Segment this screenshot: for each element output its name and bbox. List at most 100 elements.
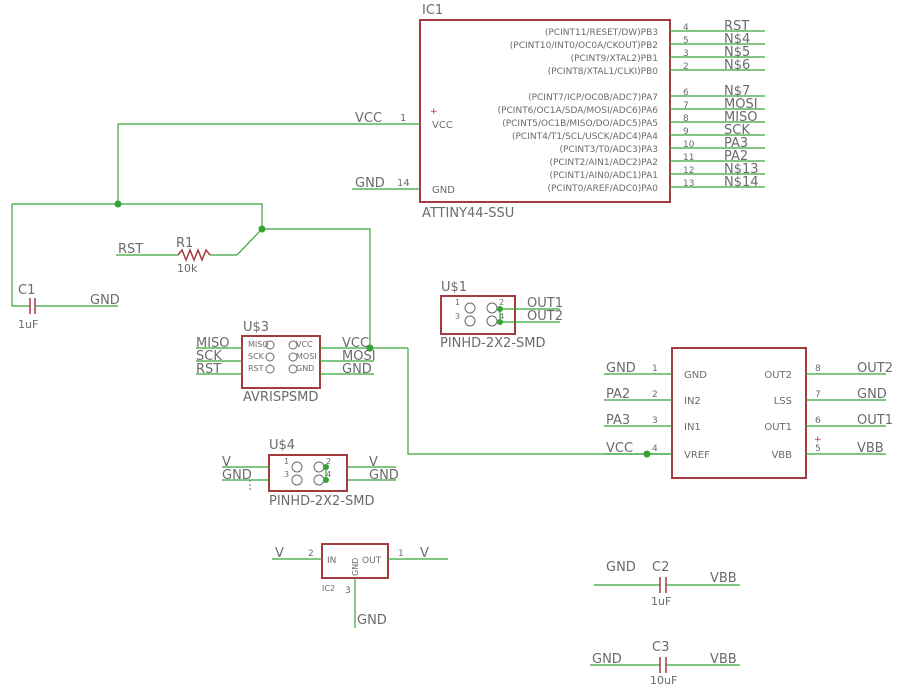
us3-pad <box>288 352 298 362</box>
driver-pin-num: 2 <box>652 390 658 400</box>
vcc-wire-2 <box>12 203 263 229</box>
net-label-vcc-us3: VCC <box>342 336 369 351</box>
ic1-pin-num-1: 1 <box>400 113 406 124</box>
pin-num: 7 <box>683 101 689 111</box>
ic1-pin-num-14: 14 <box>397 178 410 189</box>
r1-resistor[interactable]: R1 10k <box>176 236 211 275</box>
net-label-gnd-ic1: GND <box>355 176 385 191</box>
us1-body <box>440 295 516 335</box>
net-label: N$13 <box>724 162 759 177</box>
net-label-vbb-c2: VBB <box>710 571 737 586</box>
net-label-out2-us1: OUT2 <box>527 309 563 324</box>
us3-body <box>241 335 321 389</box>
us4-name: U$4 <box>269 438 295 453</box>
us3-inner-label: VCC <box>296 340 313 349</box>
driver-pin-func: OUT2 <box>764 370 792 381</box>
pin-func: (PCINT6/OC1A/SDA/MOSI/ADC6)PA6 <box>498 106 659 116</box>
us3-name: U$3 <box>243 320 269 335</box>
ic1-right-pin-pa2: (PCINT2/AIN1/ADC2)PA2 11 PA2 <box>549 149 765 168</box>
pin-func: (PCINT9/XTAL2)PB1 <box>571 54 658 64</box>
net-label: N$7 <box>724 84 750 99</box>
vcc-wire-c1 <box>11 204 22 307</box>
net-label-gnd-c2: GND <box>606 560 636 575</box>
pin-num: 9 <box>683 127 689 137</box>
pin-func: (PCINT1/AIN0/ADC1)PA1 <box>549 171 658 181</box>
pin-num: 11 <box>683 153 694 163</box>
ic1-right-pin-pa4: (PCINT4/T1/SCL/USCK/ADC4)PA4 9 SCK <box>512 123 765 142</box>
c3-name: C3 <box>652 640 669 655</box>
ic1[interactable]: IC1 ATTINY44-SSU + 1 14 VCC GND VCC GND … <box>352 3 765 221</box>
net-label: SCK <box>724 123 750 138</box>
us1-pin-num: 4 <box>499 312 504 321</box>
us4-pin-header[interactable]: U$4 PINHD-2X2-SMD 1 2 3 4 V GND V GND <box>222 438 399 509</box>
us3-inner-label: MISO <box>248 340 269 349</box>
us1-pin-header[interactable]: U$1 PINHD-2X2-SMD 1 2 3 4 OUT1 OUT2 <box>440 280 563 351</box>
us3-inner-label: GND <box>296 364 314 373</box>
ic1-pin1-mark: + <box>430 107 438 117</box>
us4-pad <box>313 474 325 486</box>
net-label: N$6 <box>724 58 750 73</box>
ic2-pin-num: 2 <box>308 549 314 559</box>
r1-name: R1 <box>176 236 193 251</box>
driver-pin-num: 6 <box>815 416 821 426</box>
ic2-gnd-label: GND <box>351 558 360 576</box>
ic1-value: ATTINY44-SSU <box>422 206 514 221</box>
motor-driver[interactable]: 1 2 3 4 GND IN2 IN1 VREF GND PA2 PA3 VCC… <box>604 347 893 479</box>
c2-capacitor[interactable]: C2 1uF GND VBB <box>594 560 740 608</box>
net-label: RST <box>724 19 749 34</box>
r1-value: 10k <box>177 262 198 275</box>
us1-pad <box>486 302 498 314</box>
us4-pin-num: 1 <box>284 457 289 466</box>
ic1-pin-func-vcc: VCC <box>432 120 453 131</box>
net-label-v-ic2-out: V <box>420 546 429 561</box>
c2-name: C2 <box>652 560 669 575</box>
r1-zigzag <box>177 247 211 263</box>
c1-capacitor[interactable]: C1 1uF GND <box>18 283 120 331</box>
driver-vbb-mark: + <box>814 435 822 445</box>
ic1-right-pin-pa6: (PCINT6/OC1A/SDA/MOSI/ADC6)PA6 7 MOSI <box>498 97 765 116</box>
net-label-gnd-us3: GND <box>342 362 372 377</box>
us3-isp-header[interactable]: U$3 AVRISPSMD MISO SCK RST VCC MOSI GND … <box>196 320 408 405</box>
ic2-name: IC2 <box>322 584 335 593</box>
us1-pad <box>486 315 498 327</box>
net-label-gnd-ic2: GND <box>357 613 387 628</box>
net-label-gnd-driver-r: GND <box>857 387 887 402</box>
us4-pin-num: 2 <box>326 457 331 466</box>
ic1-pin-func-gnd: GND <box>432 185 455 196</box>
c2-value: 1uF <box>651 595 671 608</box>
us4-value: PINHD-2X2-SMD <box>269 494 375 509</box>
net-label-pa3-driver: PA3 <box>606 413 630 428</box>
ic1-right-pin-pa1: (PCINT1/AIN0/ADC1)PA1 12 N$13 <box>549 162 765 181</box>
pin-func: (PCINT5/OC1B/MISO/DO/ADC5)PA5 <box>502 119 658 129</box>
pin-num: 8 <box>683 114 689 124</box>
driver-pin-func: IN1 <box>684 422 701 433</box>
net-label-gnd-us4-r: GND <box>369 468 399 483</box>
pin-num: 3 <box>683 49 689 59</box>
us4-pin-num: 3 <box>284 470 289 479</box>
ic1-right-pin-pb1: (PCINT9/XTAL2)PB1 3 N$5 <box>571 45 765 64</box>
c3-capacitor[interactable]: C3 10uF GND VBB <box>590 640 740 687</box>
driver-pin-num: 5 <box>815 444 821 454</box>
net-label-out1-us1: OUT1 <box>527 296 563 311</box>
net-label-pa2-driver: PA2 <box>606 387 630 402</box>
driver-pin-num: 1 <box>652 364 658 374</box>
vcc-wire-1 <box>117 123 395 204</box>
net-label-vbb-driver: VBB <box>857 441 884 456</box>
ic2-out-label: OUT <box>362 556 382 566</box>
pin-func: (PCINT0/AREF/ADC0)PA0 <box>547 184 658 194</box>
net-label-gnd-driver: GND <box>606 361 636 376</box>
us1-value: PINHD-2X2-SMD <box>440 336 546 351</box>
us3-pad <box>288 364 298 374</box>
net-label-out2-driver: OUT2 <box>857 361 893 376</box>
ic1-right-pin-pa3: (PCINT3/T0/ADC3)PA3 10 PA3 <box>560 136 765 155</box>
driver-pin-func: VBB <box>771 450 792 461</box>
us4-pad <box>291 461 303 473</box>
ic2-regulator[interactable]: IN OUT GND IC2 2 1 3 V V GND <box>272 543 448 628</box>
net-label: PA2 <box>724 149 748 164</box>
driver-pin-num: 3 <box>652 416 658 426</box>
net-label: PA3 <box>724 136 748 151</box>
net-label: MISO <box>724 110 758 125</box>
us1-pin-num: 2 <box>499 298 504 307</box>
pin-func: (PCINT3/T0/ADC3)PA3 <box>560 145 658 155</box>
